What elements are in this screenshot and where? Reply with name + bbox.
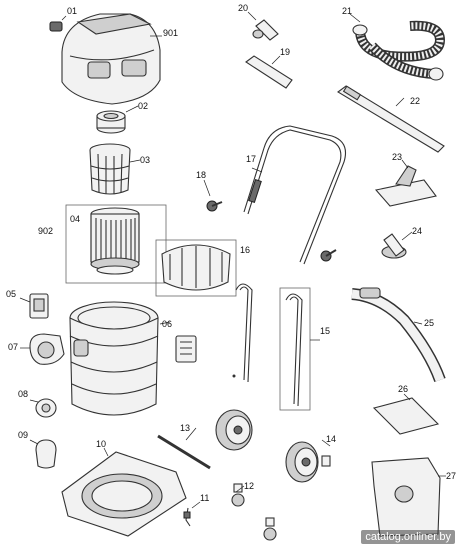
label-04: 04 [70,214,80,224]
part-11-clip [183,501,201,527]
label-18: 18 [196,170,206,180]
label-05: 05 [6,289,16,299]
part-901-motor-head [61,13,162,105]
label-901: 901 [163,28,178,38]
part-05-latch [19,293,49,319]
part-21-hose [349,13,446,81]
label-09: 09 [18,430,28,440]
label-902: 902 [38,226,53,236]
part-23-floor-nozzle [374,159,437,207]
part-wheel-a [215,409,253,451]
part-12-castor [231,483,277,541]
label-10: 10 [96,439,106,449]
part-17-handle [243,125,347,265]
part-18-knob [203,179,223,212]
part-08-bracket [29,398,57,418]
label-02: 02 [138,101,148,111]
label-27: 27 [446,471,456,481]
part-lower-tube [232,283,253,383]
label-01: 01 [67,6,77,16]
label-06: 06 [162,319,172,329]
part-19-crevice [245,55,293,89]
part-13-axle [157,427,211,470]
part-06-panel [159,321,197,363]
label-11: 11 [200,493,209,503]
part-22-wand [337,85,445,153]
part-02-ring [96,105,139,134]
label-25: 25 [424,318,434,328]
part-03-filter-cage [89,143,141,195]
part-25-hose-handle [351,287,446,383]
label-24: 24 [412,226,422,236]
part-16-holder [161,244,231,291]
label-12: 12 [244,481,254,491]
label-17: 17 [246,154,256,164]
part-04-filter [90,207,140,275]
part-26-pad [372,393,440,435]
label-22: 22 [410,96,420,106]
part-24-brush [381,231,413,259]
label-19: 19 [280,47,290,57]
label-08: 08 [18,389,28,399]
label-14: 14 [326,434,336,444]
label-21: 21 [342,6,352,16]
part-07-inlet [20,333,65,365]
box-15 [279,287,311,411]
part-15-tube [285,293,320,407]
label-23: 23 [392,152,402,162]
part-20-adapter [247,11,279,41]
part-09-plug [29,439,57,469]
box-16 [155,239,237,297]
part-10-base [61,447,187,537]
watermark: catalog.onliner.by [361,530,455,544]
label-07: 07 [8,342,18,352]
part-tank [69,301,159,416]
label-26: 26 [398,384,408,394]
part-27-dust-bag [371,457,446,537]
box-902 [65,204,167,284]
label-13: 13 [180,423,190,433]
part-01-switch [49,15,67,32]
part-knob-b [320,249,337,262]
label-20: 20 [238,3,248,13]
label-16: 16 [240,245,250,255]
part-14-wheel [285,439,331,483]
label-15: 15 [320,326,330,336]
label-03: 03 [140,155,150,165]
